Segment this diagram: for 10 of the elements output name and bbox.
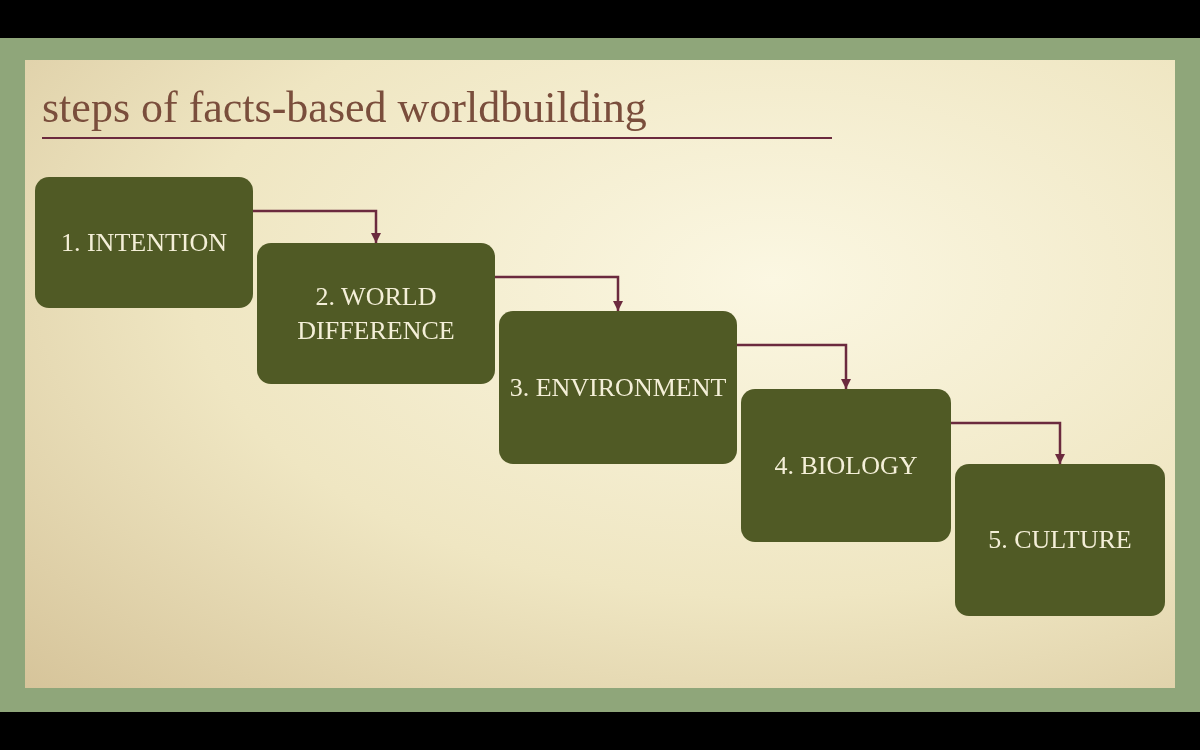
step-box: 3. ENVIRONMENT xyxy=(499,311,737,464)
arrow xyxy=(495,275,623,311)
step-box: 1. INTENTION xyxy=(35,177,253,308)
step-box: 5. CULTURE xyxy=(955,464,1165,616)
title: steps of facts-based worldbuilding xyxy=(42,82,647,133)
arrow xyxy=(737,343,851,389)
arrow xyxy=(253,209,381,243)
arrow xyxy=(951,421,1065,464)
step-box: 4. BIOLOGY xyxy=(741,389,951,542)
step-box: 2. WORLD DIFFERENCE xyxy=(257,243,495,384)
